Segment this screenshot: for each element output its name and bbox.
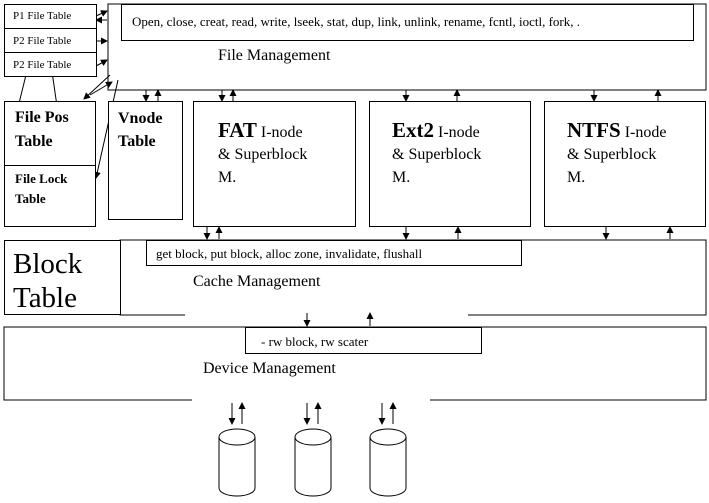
fat-fs-name: FAT — [218, 118, 257, 142]
block-table-line2: Table — [13, 282, 77, 314]
file-lock-table-line1: File Lock — [15, 171, 68, 186]
file-lock-table-line2: Table — [15, 191, 46, 206]
ntfs-fs-name: NTFS — [567, 118, 621, 142]
vnode-table-line1: Vnode — [118, 110, 163, 127]
fat-fs-suffix: I-node — [256, 124, 303, 141]
device-ops-list: - rw block, rw scater — [261, 334, 369, 349]
device-ops-box: - rw block, rw scater — [245, 327, 482, 354]
fs-cache-arrows — [203, 226, 674, 240]
file-pos-lock-divider — [5, 165, 95, 166]
ext2-fs-box: Ext2 I-node & Superblock M. — [369, 101, 531, 227]
ntfs-fs-suffix: I-node — [620, 124, 667, 141]
vnode-table-box: Vnode Table — [108, 101, 183, 220]
fat-fs-line1: FAT I-node — [218, 118, 303, 142]
fat-fs-line3: M. — [218, 169, 237, 186]
disk-2 — [294, 428, 332, 497]
ext2-fs-line1: Ext2 I-node — [392, 118, 480, 142]
cache-ops-box: get block, put block, alloc zone, invali… — [146, 240, 522, 266]
p1-file-table: P1 File Table — [4, 4, 97, 29]
ntfs-fs-box: NTFS I-node & Superblock M. — [544, 101, 706, 227]
ntfs-fs-line1: NTFS I-node — [567, 118, 666, 142]
file-pos-lock-box: File Pos Table File Lock Table — [4, 101, 96, 227]
p1-file-table-label: P1 File Table — [13, 10, 72, 22]
fat-fs-box: FAT I-node & Superblock M. — [193, 101, 356, 227]
fat-fs-line2: & Superblock — [218, 146, 308, 163]
syscall-list: Open, close, creat, read, write, lseek, … — [132, 14, 580, 29]
ext2-fs-name: Ext2 — [392, 118, 434, 142]
device-disk-arrows — [228, 402, 397, 425]
device-management-title: Device Management — [203, 360, 336, 377]
disk-1 — [218, 428, 256, 497]
p2-file-table-a: P2 File Table — [4, 28, 97, 53]
ntfs-fs-line2: & Superblock — [567, 146, 657, 163]
fm-fs-arrows — [142, 89, 662, 102]
syscall-box: Open, close, creat, read, write, lseek, … — [121, 4, 694, 41]
cache-management-title: Cache Management — [193, 273, 321, 290]
ntfs-fs-line3: M. — [567, 169, 586, 186]
file-pos-table-line2: Table — [15, 133, 53, 150]
ext2-fs-line3: M. — [392, 169, 411, 186]
file-management-title: File Management — [218, 47, 331, 64]
p2-file-table-a-label: P2 File Table — [13, 35, 72, 47]
ext2-fs-line2: & Superblock — [392, 146, 482, 163]
block-table-box: Block Table — [4, 240, 121, 315]
p2-file-table-b: P2 File Table — [4, 52, 97, 77]
cache-ops-list: get block, put block, alloc zone, invali… — [156, 246, 423, 261]
vnode-table-line2: Table — [118, 133, 156, 150]
ext2-fs-suffix: I-node — [434, 124, 480, 141]
disk-3 — [369, 428, 407, 497]
cache-device-arrows — [303, 312, 374, 327]
block-table-line1: Block — [13, 248, 83, 280]
file-pos-table-line1: File Pos — [15, 109, 69, 126]
p2-file-table-b-label: P2 File Table — [13, 59, 72, 71]
